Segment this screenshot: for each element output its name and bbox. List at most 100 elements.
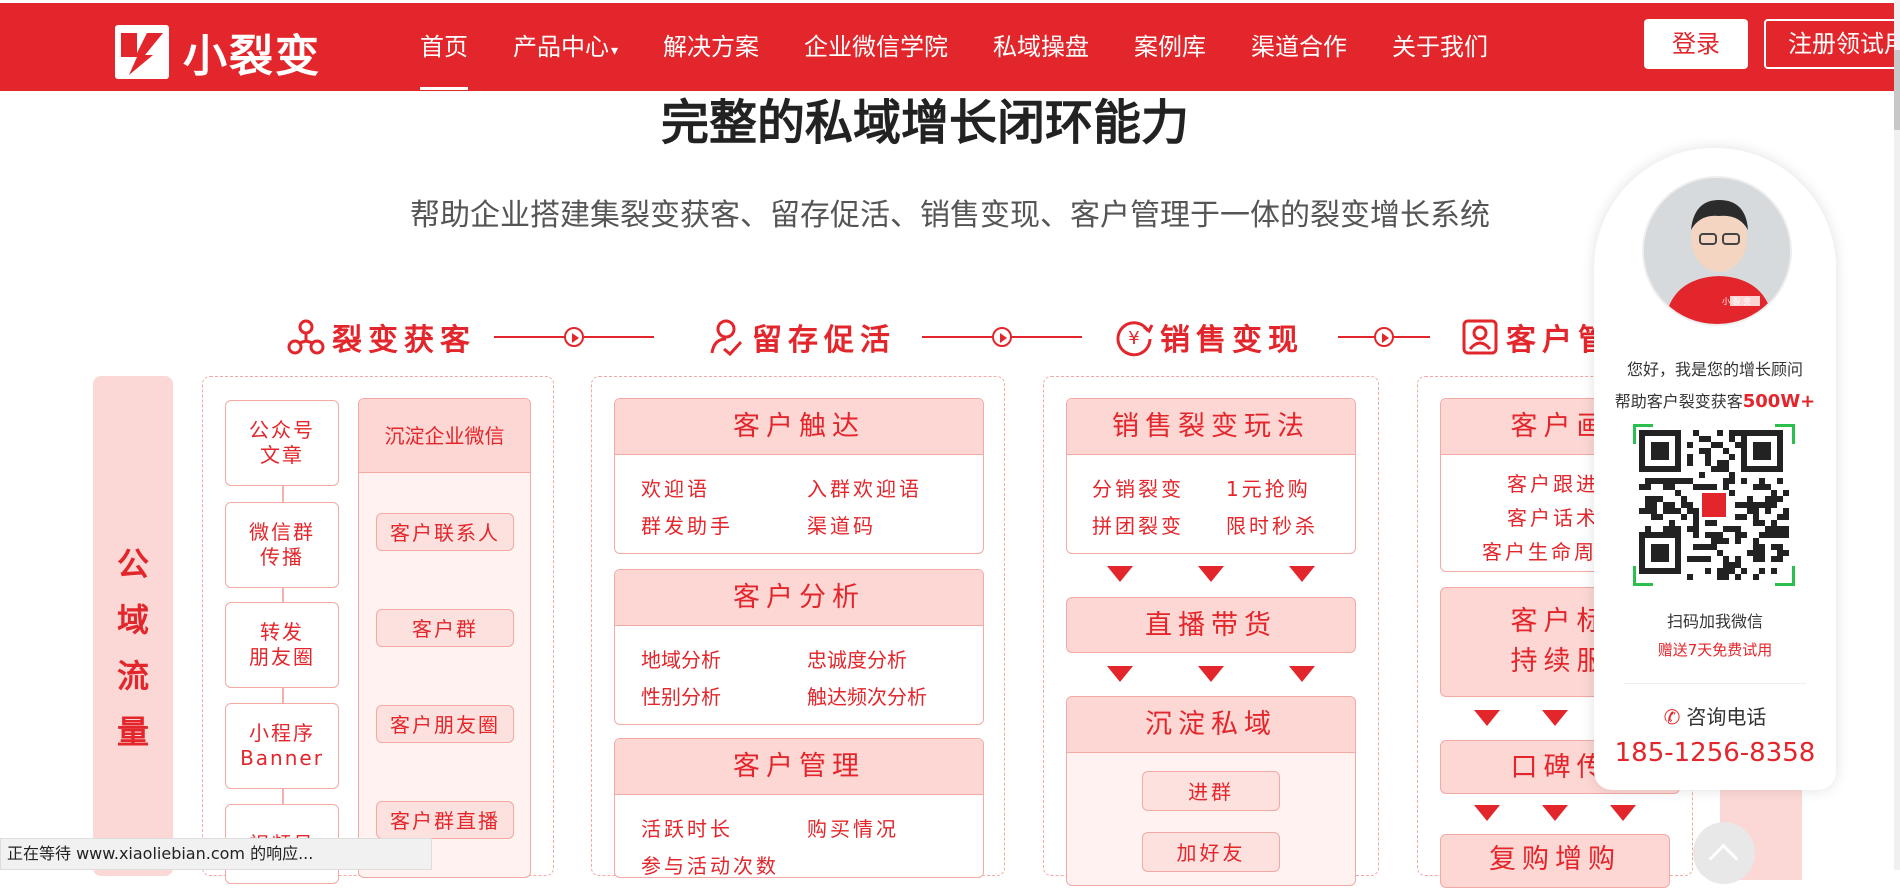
play-arrow-icon bbox=[992, 327, 1012, 347]
lightning-logo-icon bbox=[115, 25, 169, 79]
add-friend-item: 加好友 bbox=[1142, 832, 1280, 872]
card-title: 客户分析 bbox=[615, 570, 983, 626]
stage-monetization: ¥ 销售变现 bbox=[1114, 312, 1304, 362]
user-check-icon bbox=[710, 319, 743, 357]
profile-item: 客户生命周 bbox=[1482, 540, 1597, 564]
arrow-down-icon bbox=[1542, 805, 1568, 821]
qr-frame-corner bbox=[1775, 566, 1795, 586]
card-customer-management: 客户管理 活跃时长 购买情况 参与活动次数 bbox=[614, 738, 984, 878]
channel-line: 转发 bbox=[260, 620, 304, 644]
back-to-top-button[interactable] bbox=[1693, 822, 1755, 884]
card-body: 活跃时长 购买情况 参与活动次数 bbox=[615, 795, 983, 879]
nav-item-about[interactable]: 关于我们 bbox=[1392, 33, 1489, 61]
arrow-down-icon bbox=[1610, 805, 1636, 821]
channel-line: 小程序 bbox=[248, 721, 315, 745]
deposit-item-contacts: 客户联系人 bbox=[376, 513, 514, 551]
card-item: 购买情况 bbox=[807, 817, 899, 841]
nav-item-home[interactable]: 首页 bbox=[420, 3, 468, 91]
profile-item: 客户跟进 bbox=[1507, 472, 1599, 496]
card-item: 1元抢购 bbox=[1226, 477, 1311, 501]
arrow-down-icon bbox=[1107, 666, 1133, 682]
channel-moments: 转发朋友圈 bbox=[225, 602, 339, 688]
yuan-cycle-icon: ¥ bbox=[1116, 321, 1154, 357]
deposit-wecom-head: 沉淀企业微信 bbox=[359, 399, 530, 473]
private-domain-panel: 沉淀私域 进群 加好友 bbox=[1066, 696, 1356, 886]
card-item: 活跃时长 bbox=[641, 817, 733, 841]
consult-phone-text: 咨询电话 bbox=[1686, 705, 1767, 729]
public-traffic-column: 公 域 流 量 bbox=[93, 376, 173, 876]
card-body: 分销裂变 1元抢购 拼团裂变 限时秒杀 bbox=[1067, 455, 1355, 539]
avatar-badge-text: 小 裂 变 bbox=[1722, 297, 1752, 306]
advisor-greeting: 您好，我是您的增长顾问 bbox=[1626, 360, 1803, 379]
deposit-wecom-panel: 沉淀企业微信 客户联系人 客户群 客户朋友圈 客户群直播 bbox=[358, 398, 531, 878]
card-customer-analysis: 客户分析 地域分析 忠诚度分析 性别分析 触达频次分析 bbox=[614, 569, 984, 725]
card-customer-reach: 客户触达 欢迎语 入群欢迎语 群发助手 渠道码 bbox=[614, 398, 984, 554]
arrow-down-icon bbox=[1289, 566, 1315, 582]
channel-official-article: 公众号文章 bbox=[225, 400, 339, 486]
nav-item-products[interactable]: 产品中心▾ bbox=[513, 3, 618, 91]
card-item: 分销裂变 bbox=[1092, 477, 1184, 501]
wechat-qr-code[interactable] bbox=[1633, 424, 1795, 586]
qr-frame-corner bbox=[1775, 424, 1795, 444]
channel-line: 文章 bbox=[260, 443, 304, 467]
card-item: 入群欢迎语 bbox=[807, 477, 922, 501]
play-arrow-icon bbox=[564, 327, 584, 347]
card-item: 限时秒杀 bbox=[1226, 514, 1318, 538]
brand-logo[interactable]: 小裂变 bbox=[115, 20, 321, 84]
stage-management: 客户管 bbox=[1460, 312, 1614, 362]
nav-item-private-ops[interactable]: 私域操盘 bbox=[993, 33, 1090, 61]
card-item: 参与活动次数 bbox=[641, 854, 779, 878]
consult-phone-number[interactable]: 185-1256-8358 bbox=[1614, 738, 1816, 768]
card-item: 群发助手 bbox=[641, 514, 733, 538]
card-item: 触达频次分析 bbox=[807, 685, 927, 709]
pill-line: 持续服 bbox=[1510, 646, 1610, 677]
nav-item-academy[interactable]: 企业微信学院 bbox=[804, 33, 949, 61]
page-scrollbar[interactable] bbox=[1894, 0, 1900, 870]
card-title: 客户触达 bbox=[615, 399, 983, 455]
growth-advisor-panel: 小 裂 变 您好，我是您的增长顾问 帮助客户裂变获客500W+ 扫码加我微信 赠… bbox=[1594, 148, 1836, 790]
channel-line: 传播 bbox=[260, 545, 304, 569]
brand-name: 小裂变 bbox=[183, 31, 321, 82]
arrow-down-icon bbox=[1107, 566, 1133, 582]
deposit-item-group-live: 客户群直播 bbox=[376, 801, 514, 839]
arrow-down-icon bbox=[1289, 666, 1315, 682]
card-item: 忠诚度分析 bbox=[807, 648, 907, 672]
user-card-icon bbox=[1462, 319, 1498, 355]
login-button[interactable]: 登录 bbox=[1644, 19, 1748, 69]
channel-line: 微信群 bbox=[249, 520, 315, 544]
advisor-help-prefix: 帮助客户裂变获客 bbox=[1614, 392, 1743, 411]
stage-connector bbox=[1338, 327, 1430, 347]
register-trial-button[interactable]: 注册领试用 bbox=[1764, 19, 1900, 69]
channel-label: 微信群传播 bbox=[249, 520, 315, 570]
repurchase-pill: 复购增购 bbox=[1440, 834, 1670, 888]
stage-acquisition: 裂变获客 bbox=[286, 312, 476, 362]
main-nav: 首页 产品中心▾ 解决方案 企业微信学院 私域操盘 案例库 渠道合作 关于我们 bbox=[420, 3, 1533, 91]
advisor-portrait-icon bbox=[1644, 178, 1790, 324]
advisor-avatar: 小 裂 变 bbox=[1642, 176, 1792, 326]
channel-line: 公众号 bbox=[249, 418, 315, 442]
panel-divider bbox=[1624, 683, 1806, 684]
nav-item-cases[interactable]: 案例库 bbox=[1134, 33, 1207, 61]
arrow-down-icon bbox=[1474, 805, 1500, 821]
card-title: 客户管理 bbox=[615, 739, 983, 795]
channel-label: 转发朋友圈 bbox=[249, 620, 315, 670]
deposit-item-moments: 客户朋友圈 bbox=[376, 705, 514, 743]
stage-label: 裂变获客 bbox=[332, 323, 476, 358]
arrow-down-icon bbox=[1198, 666, 1224, 682]
stage-connector bbox=[922, 327, 1082, 347]
arrow-down-icon bbox=[1198, 566, 1224, 582]
scan-add-wechat-text: 扫码加我微信 bbox=[1666, 612, 1763, 631]
stage-connector bbox=[494, 327, 654, 347]
section-title-text: 完整的私域增长闭环能力 bbox=[660, 95, 1189, 151]
channel-label: 公众号文章 bbox=[249, 418, 315, 468]
share-network-icon bbox=[287, 319, 325, 355]
scrollbar-thumb[interactable] bbox=[1894, 50, 1900, 130]
nav-item-channel[interactable]: 渠道合作 bbox=[1251, 33, 1348, 61]
arrow-down-icon bbox=[1542, 710, 1568, 726]
deposit-item-groups: 客户群 bbox=[376, 609, 514, 647]
channel-line: Banner bbox=[240, 746, 324, 770]
nav-item-solutions[interactable]: 解决方案 bbox=[663, 33, 760, 61]
arrow-down-icon bbox=[1474, 710, 1500, 726]
